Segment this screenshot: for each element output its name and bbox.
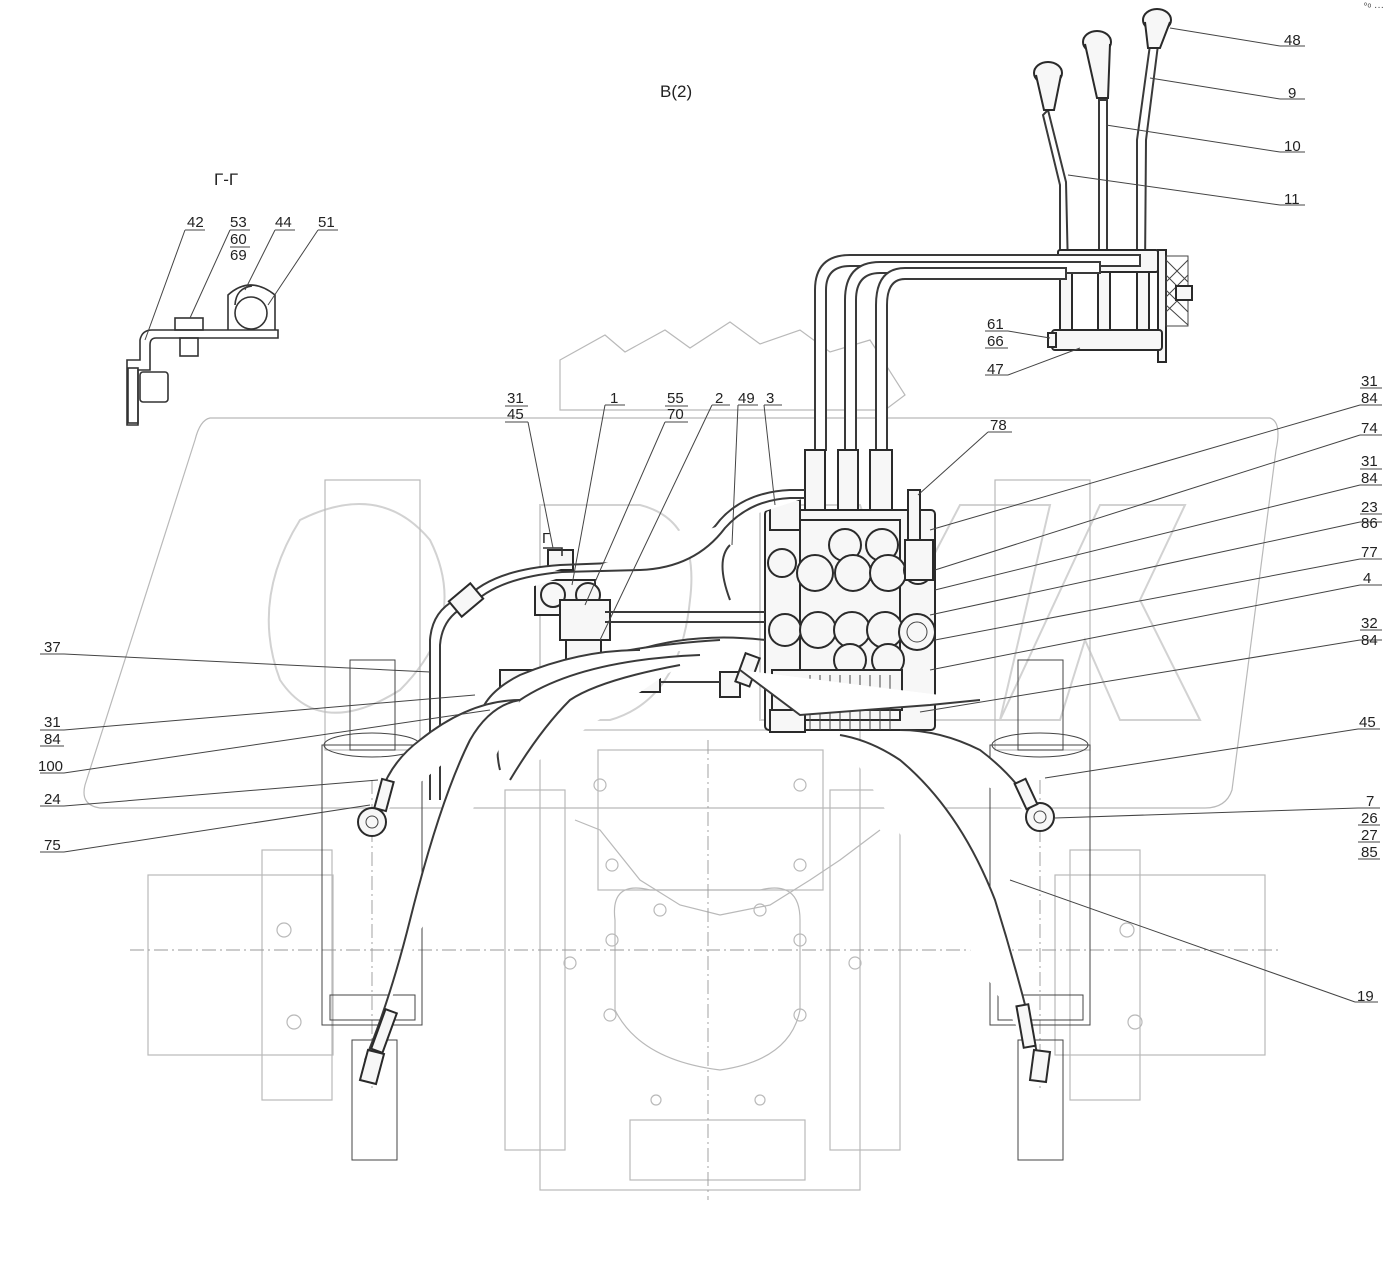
label-53: 53 [230, 214, 247, 231]
label-31-left: 31 [44, 714, 61, 731]
label-24: 24 [44, 791, 61, 808]
label-48: 48 [1284, 32, 1301, 49]
label-2: 2 [715, 390, 723, 407]
label-42: 42 [187, 214, 204, 231]
label-26: 26 [1361, 810, 1378, 827]
label-31-r2: 31 [1361, 453, 1378, 470]
hose-fittings [357, 581, 1055, 1086]
label-74: 74 [1361, 420, 1378, 437]
label-69: 69 [230, 247, 247, 264]
part-labels: 42 53 60 69 44 51 48 9 10 11 61 66 47 31… [38, 32, 1378, 1005]
label-84-r1: 84 [1361, 390, 1378, 407]
label-78: 78 [990, 417, 1007, 434]
label-10: 10 [1284, 138, 1301, 155]
label-60: 60 [230, 231, 247, 248]
corner-mark: °ᵒ ··· [1363, 2, 1384, 13]
section-title: Г-Г [214, 170, 238, 189]
label-55: 55 [667, 390, 684, 407]
control-levers [1033, 8, 1193, 363]
label-3: 3 [766, 390, 774, 407]
hoses [364, 489, 1041, 1066]
label-75: 75 [44, 837, 61, 854]
label-70: 70 [667, 406, 684, 423]
label-37: 37 [44, 639, 61, 656]
label-84-left: 84 [44, 731, 61, 748]
label-49: 49 [738, 390, 755, 407]
label-19: 19 [1357, 988, 1374, 1005]
label-45-top: 45 [507, 406, 524, 423]
label-84-r3: 84 [1361, 632, 1378, 649]
section-detail [126, 284, 279, 426]
label-1: 1 [610, 390, 618, 407]
label-45-right: 45 [1359, 714, 1376, 731]
label-47: 47 [987, 361, 1004, 378]
label-86: 86 [1361, 515, 1378, 532]
lift-cylinder-right [989, 659, 1091, 1161]
label-66: 66 [987, 333, 1004, 350]
section-marker-arrow [543, 547, 563, 556]
hydraulic-distributor [764, 449, 936, 733]
label-85: 85 [1361, 844, 1378, 861]
label-100: 100 [38, 758, 63, 775]
label-61: 61 [987, 316, 1004, 333]
view-title: В(2) [660, 82, 692, 101]
label-27: 27 [1361, 827, 1378, 844]
label-31-r1: 31 [1361, 373, 1378, 390]
label-23: 23 [1361, 499, 1378, 516]
section-marker: Г [542, 530, 550, 547]
label-84-r2: 84 [1361, 470, 1378, 487]
label-32: 32 [1361, 615, 1378, 632]
label-4: 4 [1363, 570, 1371, 587]
chassis-frame [130, 479, 1280, 1200]
label-77: 77 [1361, 544, 1378, 561]
label-44: 44 [275, 214, 292, 231]
label-7: 7 [1366, 793, 1374, 810]
label-31-top: 31 [507, 390, 524, 407]
label-separators [40, 246, 1382, 860]
label-11: 11 [1284, 191, 1300, 208]
label-51: 51 [318, 214, 335, 231]
label-9: 9 [1288, 85, 1296, 102]
control-rods [814, 254, 1141, 451]
leader-lines [40, 27, 1382, 1003]
